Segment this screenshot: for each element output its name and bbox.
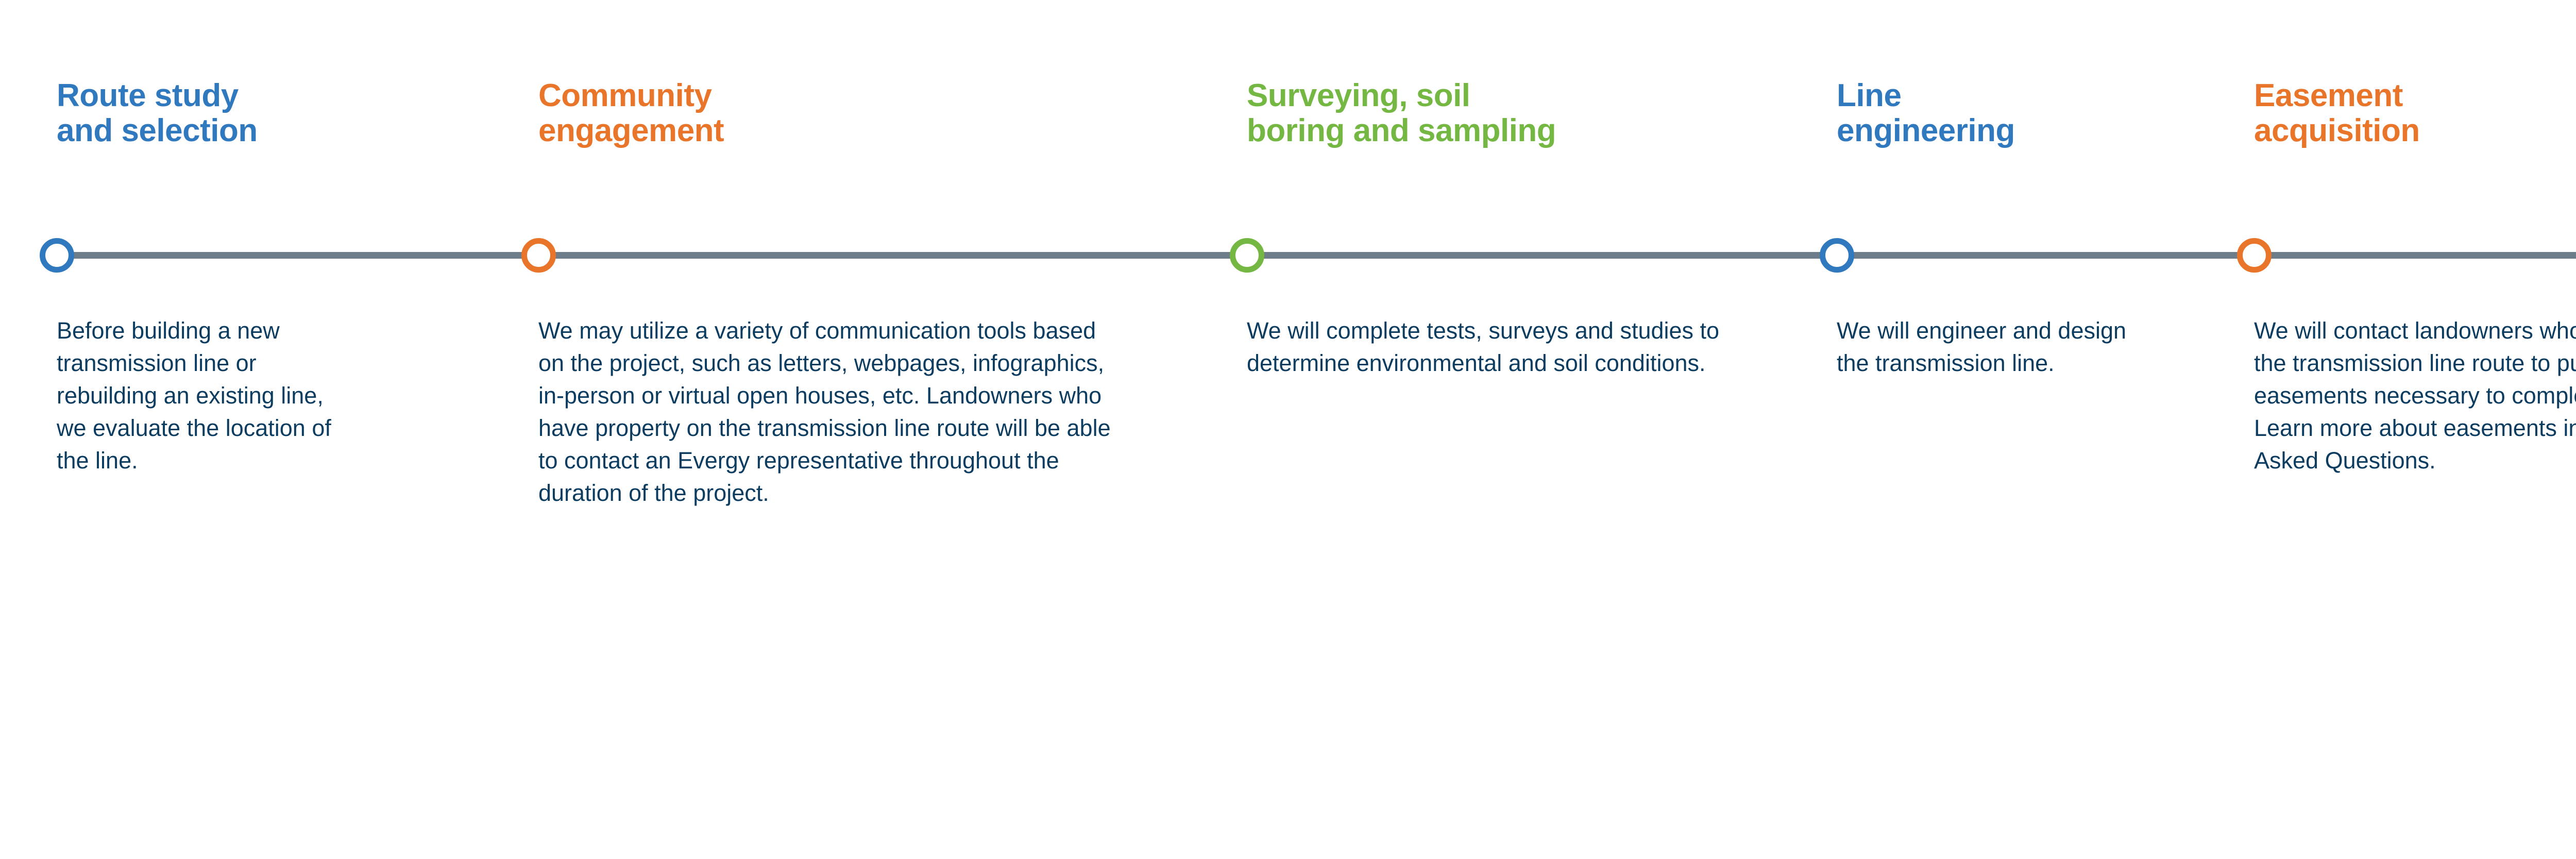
timeline-connector-rail (57, 252, 2576, 259)
step-title-1: Route study and selection (57, 78, 258, 149)
step-description-5: We will contact landowners who have prop… (2254, 317, 2576, 474)
step-marker-circle-icon-3 (1230, 238, 1264, 273)
step-description-4: We will engineer and design the transmis… (1837, 317, 2127, 376)
step-marker-circle-icon-1 (40, 238, 74, 273)
step-marker-circle-icon-5 (2237, 238, 2272, 273)
step-description-3: We will complete tests, surveys and stud… (1247, 317, 1720, 376)
step-description-1: Before building a new transmission line … (57, 317, 331, 474)
step-title-3: Surveying, soil boring and sampling (1247, 78, 1556, 149)
step-title-5: Easement acquisition (2254, 78, 2420, 149)
step-title-2: Community engagement (538, 78, 724, 149)
step-title-4: Line engineering (1837, 78, 2015, 149)
step-description-2: We may utilize a variety of communicatio… (538, 317, 1111, 506)
step-marker-circle-icon-4 (1820, 238, 1854, 273)
step-marker-circle-icon-2 (521, 238, 556, 273)
